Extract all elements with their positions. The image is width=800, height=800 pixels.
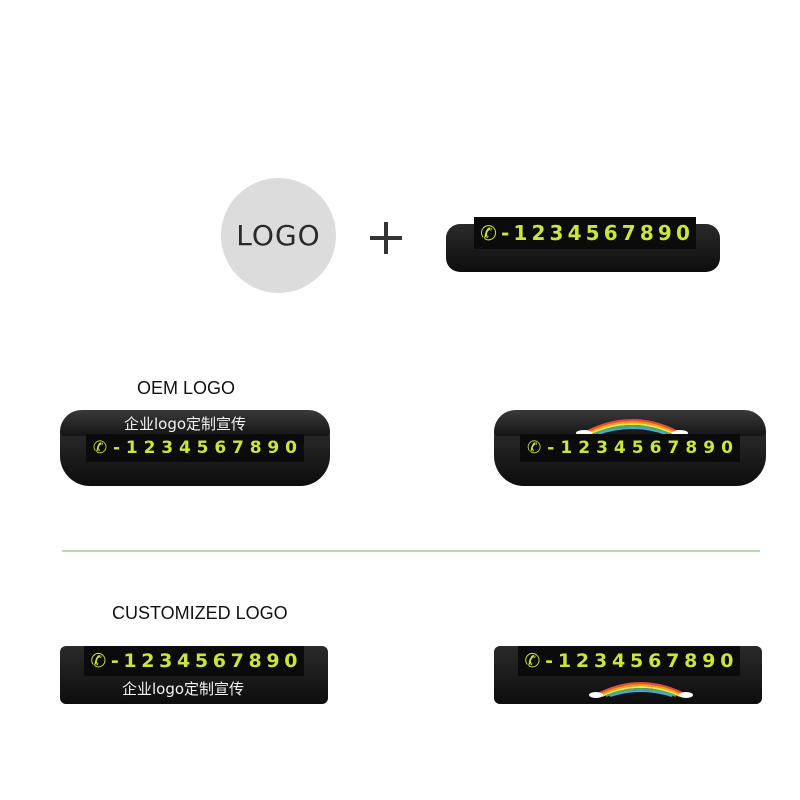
plate-digit[interactable]: 5 [631, 438, 644, 458]
plate-digit[interactable]: 1 [125, 438, 138, 458]
plate-digit[interactable]: 7 [666, 650, 680, 672]
section-divider [62, 550, 760, 552]
plate-digit[interactable]: 6 [214, 438, 227, 458]
dash-digit: - [110, 650, 119, 672]
plate-digit[interactable]: 5 [630, 650, 644, 672]
plate-digit[interactable]: 6 [603, 221, 618, 245]
plate-digit[interactable]: 2 [531, 221, 546, 245]
plate-digit[interactable]: 6 [212, 650, 227, 672]
plate-digit[interactable]: 8 [249, 438, 262, 458]
plate-digit[interactable]: 3 [159, 650, 173, 672]
phone-icon: ✆ [524, 650, 541, 672]
plate-digit[interactable]: 1 [557, 650, 572, 672]
rainbow-icon [589, 682, 693, 698]
dash-digit: - [500, 221, 510, 245]
plate-digit[interactable]: 1 [560, 438, 573, 458]
plate-digit[interactable]: 0 [720, 650, 734, 672]
plate-digit[interactable]: 9 [702, 650, 716, 672]
plate-digit[interactable]: 2 [143, 438, 156, 458]
plate-digit[interactable]: 1 [513, 221, 528, 245]
plate-digit[interactable]: 1 [123, 650, 137, 672]
plate-digit[interactable]: 7 [232, 438, 244, 458]
plate-digit[interactable]: 4 [177, 650, 191, 672]
plate-digit[interactable]: 8 [248, 650, 262, 672]
plate-digit[interactable]: 2 [575, 650, 590, 672]
plate-digit[interactable]: 9 [267, 438, 280, 458]
plate-digit[interactable]: 4 [613, 438, 626, 458]
plate-digit[interactable]: 0 [721, 438, 733, 458]
plate-digit[interactable]: 4 [611, 650, 626, 672]
phone-icon: ✆ [480, 221, 497, 245]
custom-ad-text: 企业logo定制宣传 [122, 680, 245, 698]
plate-digit[interactable]: 2 [141, 650, 155, 672]
dash-digit: - [545, 650, 554, 672]
phone-icon: ✆ [90, 650, 107, 672]
dash-digit: - [547, 438, 555, 458]
plate-digit[interactable]: 5 [196, 438, 209, 458]
oem-logo-heading: OEM LOGO [137, 378, 236, 398]
plate-digit[interactable]: 5 [585, 221, 600, 245]
plus-icon [366, 218, 406, 258]
plate-digit[interactable]: 8 [685, 438, 698, 458]
plate-digit[interactable]: 4 [567, 221, 582, 245]
plate-digit[interactable]: 3 [549, 221, 564, 245]
dash-digit: - [113, 438, 121, 458]
plate-digit[interactable]: 4 [178, 438, 191, 458]
plate-digit[interactable]: 5 [194, 650, 209, 672]
plate-digit[interactable]: 2 [578, 438, 591, 458]
logo-placeholder-text: LOGO [236, 219, 321, 252]
plate-digit[interactable]: 7 [621, 221, 636, 245]
plate-digit[interactable]: 0 [284, 650, 298, 672]
rainbow-icon [576, 419, 688, 436]
plate-digit[interactable]: 7 [667, 438, 680, 458]
plate-digit[interactable]: 7 [230, 650, 244, 672]
plate-digit[interactable]: 0 [675, 221, 690, 245]
plate-digit[interactable]: 3 [161, 438, 174, 458]
plate-digit[interactable]: 3 [593, 650, 608, 672]
plate-digit[interactable]: 8 [684, 650, 698, 672]
plate-digit[interactable]: 8 [639, 221, 654, 245]
customized-logo-heading: CUSTOMIZED LOGO [112, 603, 288, 623]
plate-digit[interactable]: 3 [596, 438, 608, 458]
plate-digit[interactable]: 9 [657, 221, 672, 245]
plate-digit[interactable]: 6 [648, 650, 662, 672]
plate-digit[interactable]: 0 [285, 438, 297, 458]
plate-digit[interactable]: 9 [266, 650, 280, 672]
oem-ad-text: 企业logo定制宣传 [124, 415, 247, 433]
phone-icon: ✆ [92, 438, 108, 458]
logo-placeholder-circle: LOGO [221, 178, 336, 293]
plate-digit[interactable]: 6 [649, 438, 662, 458]
phone-icon: ✆ [527, 438, 542, 458]
plate-digit[interactable]: 9 [703, 438, 716, 458]
